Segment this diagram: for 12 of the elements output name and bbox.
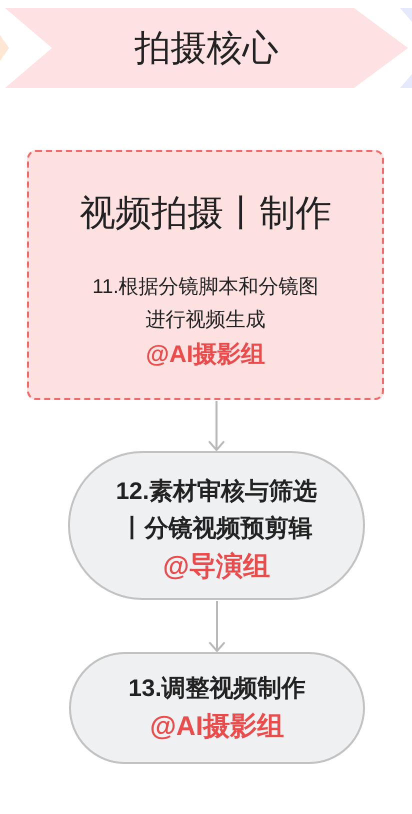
step-text: 12.素材审核与筛选丨分镜视频预剪辑 (114, 477, 318, 544)
banner-title: 拍摄核心 (134, 26, 278, 70)
arrow (208, 401, 224, 451)
team-label: @导演组 (162, 550, 270, 583)
arrow (209, 601, 225, 652)
step-text: 13.调整视频制作 (128, 674, 306, 704)
team-label: @AI摄影组 (146, 340, 266, 370)
box-title: 视频拍摄丨制作 (80, 192, 332, 234)
team-label: @AI摄影组 (150, 710, 284, 743)
step-text: 11.根据分镜脚本和分镜图进行视频生成 (91, 275, 320, 333)
dashed-box (27, 150, 384, 400)
chevron-banner (5, 8, 408, 88)
